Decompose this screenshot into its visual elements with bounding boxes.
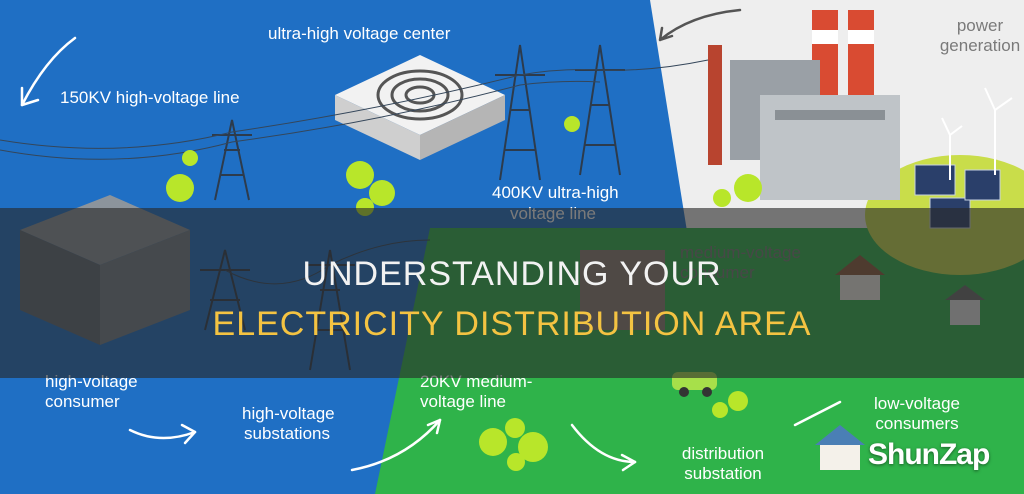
label-lv-consumers-line2: consumers [862,414,972,434]
label-150kv-line: 150KV high-voltage line [60,88,240,108]
page-title-line2: ELECTRICITY DISTRIBUTION AREA [0,304,1024,344]
label-hv-consumer-line2: consumer [45,392,120,412]
label-20kv-line-line2: voltage line [420,392,506,412]
label-ultra-high-voltage-center: ultra-high voltage center [268,24,450,44]
page-title-line1: UNDERSTANDING YOUR [0,254,1024,294]
label-distribution-substation-line1: distribution [668,444,778,464]
label-hv-substations-line1: high-voltage [242,404,335,424]
label-power-generation-line1: power [930,16,1024,36]
label-lv-consumers-line1: low-voltage [862,394,972,414]
label-hv-substations-line2: substations [244,424,330,444]
brand-logo: ShunZap [868,438,989,472]
label-distribution-substation-line2: substation [668,464,778,484]
label-power-generation-line2: generation [930,36,1024,56]
label-400kv-line-line1: 400KV ultra-high [492,183,619,203]
